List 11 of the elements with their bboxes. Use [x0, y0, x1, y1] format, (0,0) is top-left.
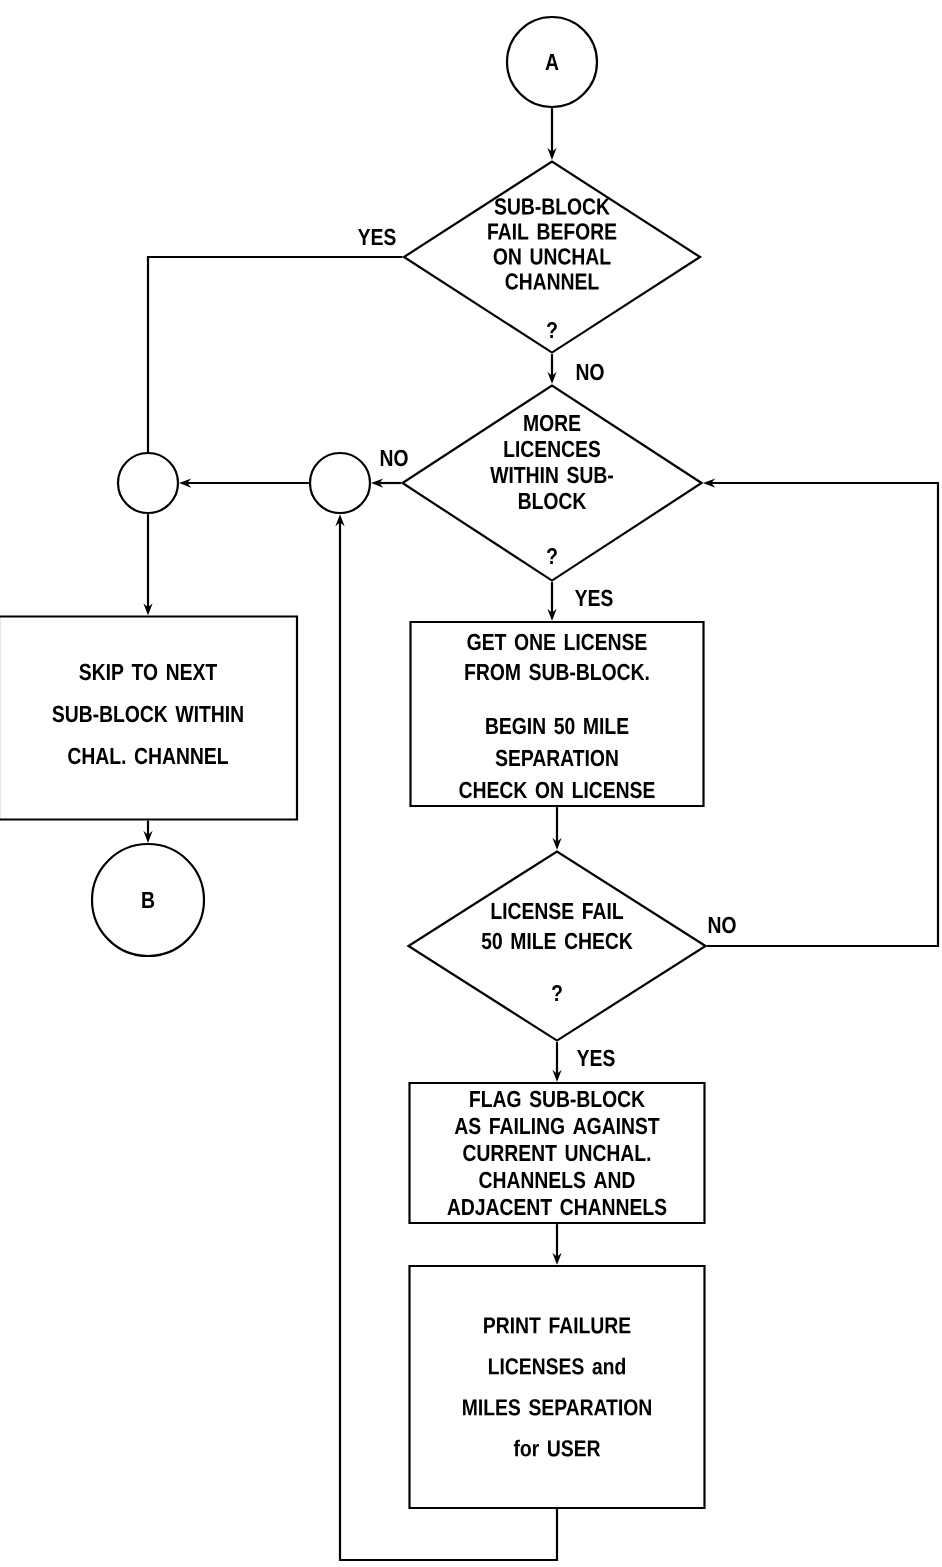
process-box: FLAG SUB-BLOCK AS FAILING AGAINST CURRENT UNCHAL. CHANNELS AND ADJACENT CHANNELS	[408, 1081, 706, 1225]
edge-label: YES	[575, 1048, 617, 1068]
process-box: SKIP TO NEXT SUB-BLOCK WITHIN CHAL. CHANNEL	[0, 615, 299, 821]
edge-label: NO	[574, 362, 606, 382]
edge-label: NO	[706, 915, 738, 935]
process-box: GET ONE LICENSE FROM SUB-BLOCK. BEGIN 50 MILE SEPARATION CHECK ON LICENSE	[409, 620, 705, 808]
edge-label: YES	[356, 227, 398, 247]
process-box: PRINT FAILURE LICENSES and MILES SEPARATION for USER	[408, 1264, 706, 1510]
edge-label: YES	[573, 588, 615, 608]
junction-circle	[308, 451, 372, 515]
junction-circle	[116, 451, 180, 515]
